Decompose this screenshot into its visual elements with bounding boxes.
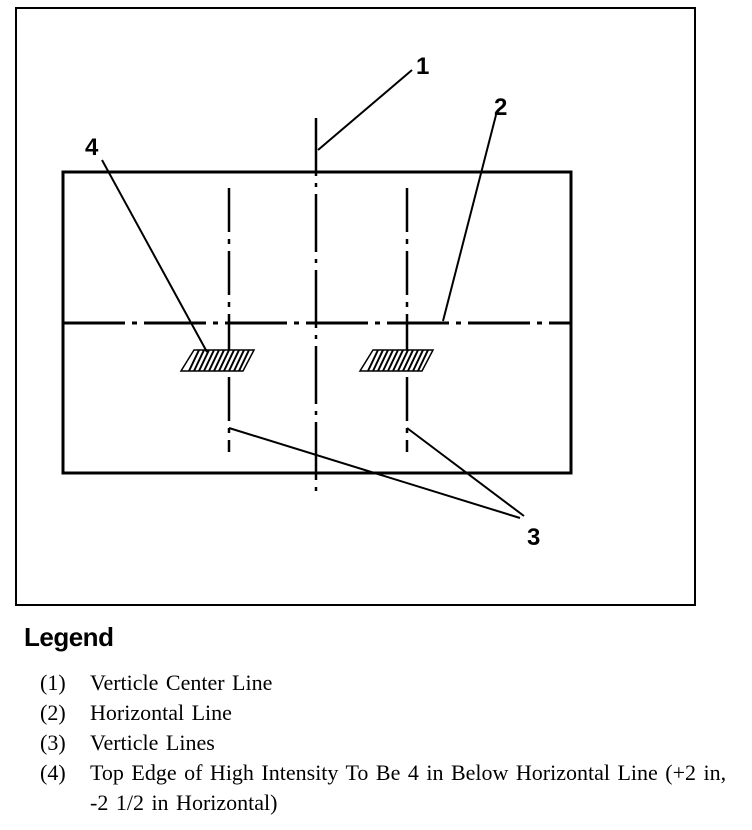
- legend-item: (3) Verticle Lines: [40, 728, 740, 758]
- callout-1: 1: [416, 53, 429, 80]
- legend-item-number: (3): [40, 730, 66, 755]
- leader-line-2: [442, 114, 497, 322]
- legend-item-text: Verticle Center Line: [90, 670, 273, 695]
- leader-line-1: [317, 69, 413, 151]
- legend-item-text: Verticle Lines: [90, 730, 215, 755]
- legend-item-text: Horizontal Line: [90, 700, 232, 725]
- legend-list: (1) Verticle Center Line (2) Horizontal …: [40, 668, 740, 818]
- diagram-frame: [15, 7, 696, 606]
- legend-item-number: (4): [40, 760, 66, 785]
- leader-line-3-right: [406, 427, 525, 517]
- legend-item-number: (2): [40, 700, 66, 725]
- callout-4: 4: [85, 134, 99, 161]
- legend-item-text: Top Edge of High Intensity To Be 4 in Be…: [90, 760, 727, 815]
- high-intensity-zone-left: [179, 349, 256, 372]
- callout-2: 2: [494, 94, 507, 121]
- callout-3: 3: [527, 524, 540, 551]
- legend-item: (2) Horizontal Line: [40, 698, 740, 728]
- legend-title: Legend: [24, 622, 114, 652]
- leader-line-4: [101, 159, 208, 353]
- aiming-diagram: 1 2 3 4: [15, 7, 696, 606]
- legend-item: (4) Top Edge of High Intensity To Be 4 i…: [40, 758, 740, 818]
- high-intensity-zone-right: [358, 349, 435, 372]
- legend-item: (1) Verticle Center Line: [40, 668, 740, 698]
- legend-item-number: (1): [40, 670, 66, 695]
- leader-line-3-left: [228, 427, 521, 519]
